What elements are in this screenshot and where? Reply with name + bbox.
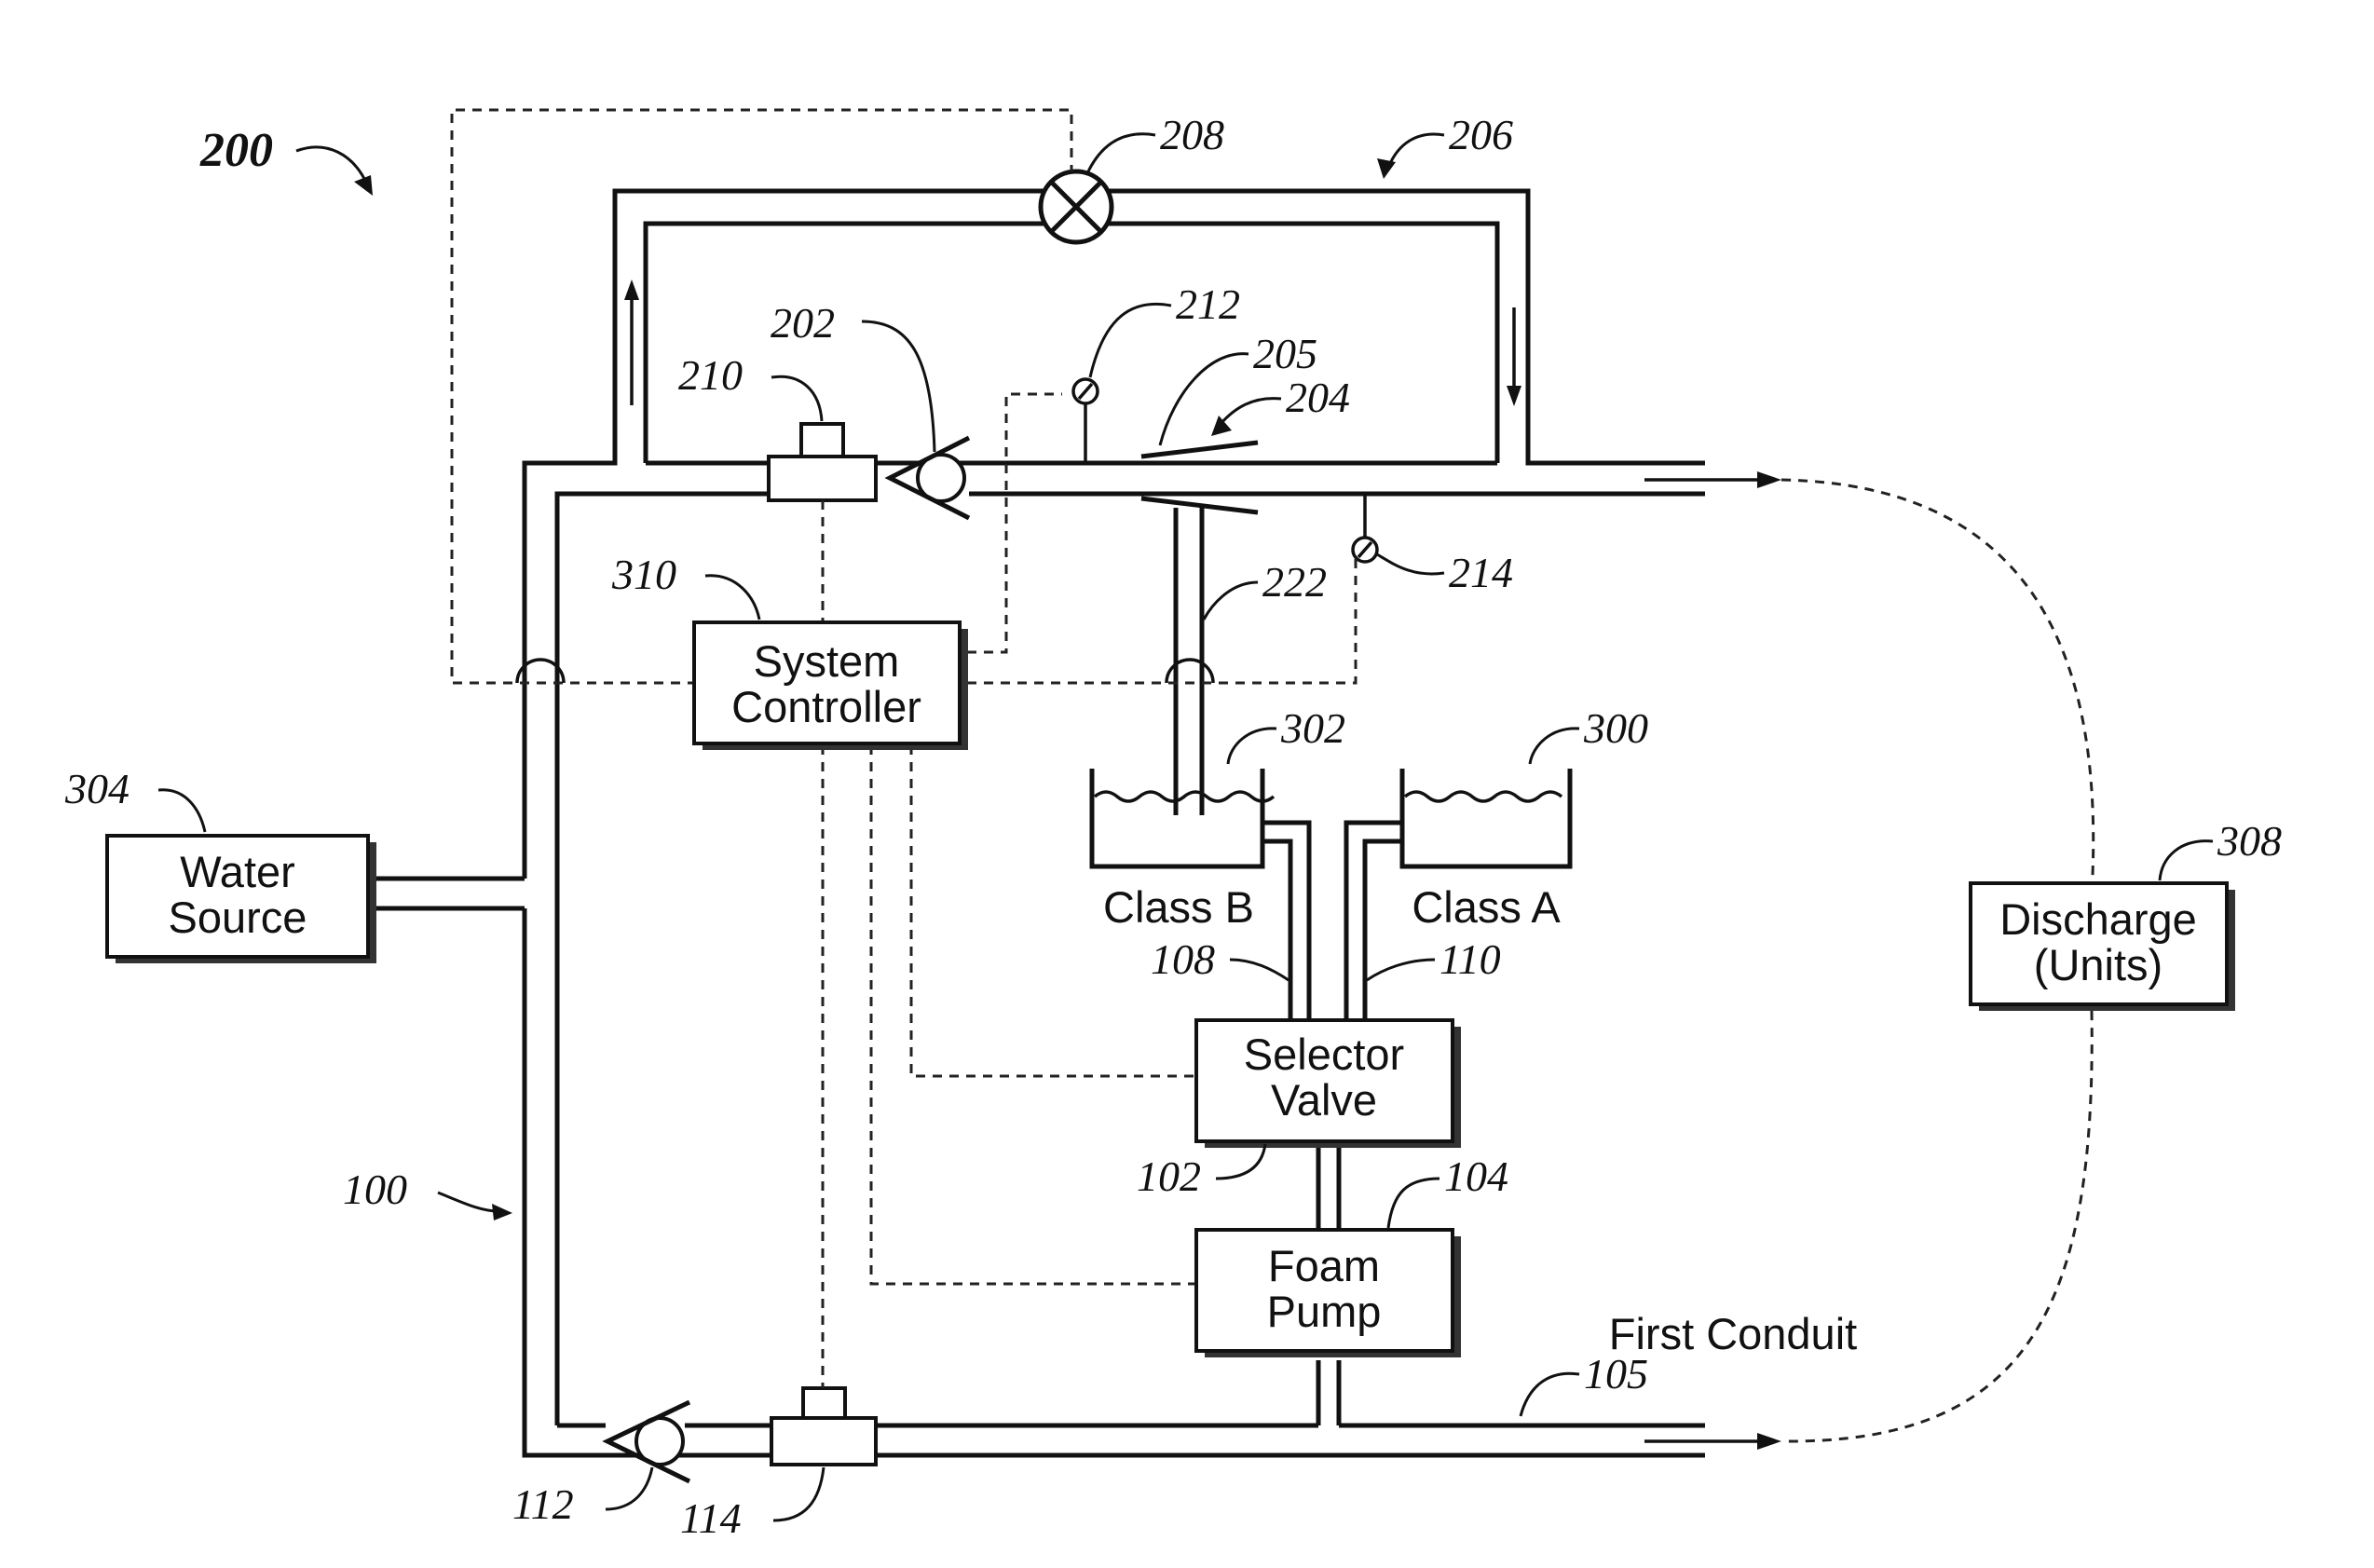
line-108: [1262, 823, 1309, 1020]
tank-class-a: [1402, 769, 1570, 866]
flow-meter-114: [771, 1388, 876, 1465]
line-110: [1346, 823, 1402, 1020]
top-outlet-arrow-head: [1757, 471, 1781, 488]
ref-204: 204: [1286, 374, 1350, 421]
flow-arrow-down-head: [1507, 386, 1521, 406]
ref-302: 302: [1280, 704, 1345, 752]
ref-114: 114: [680, 1494, 742, 1542]
water-source-outlet-pipe: [371, 879, 525, 908]
ref-310: 310: [611, 551, 676, 598]
sensor-212: [1073, 379, 1098, 463]
class-a-label: Class A: [1412, 882, 1561, 932]
discharge-line1: Discharge: [1999, 894, 2197, 944]
class-b-label: Class B: [1103, 882, 1254, 932]
bypass-valve-208: [1041, 171, 1112, 242]
ref-104: 104: [1444, 1152, 1508, 1200]
figure-ref-arrowhead: [354, 175, 373, 196]
ref-214: 214: [1449, 549, 1513, 596]
figure-ref-200: 200: [199, 124, 273, 177]
reference-numerals: 200 208 206 202 210 212 205 204 214 222 …: [64, 111, 2282, 1542]
foam-pump-box: Foam Pump: [1196, 1230, 1461, 1357]
ref-212: 212: [1176, 280, 1240, 328]
bottom-outlet-arrow-head: [1757, 1433, 1781, 1450]
ref-110: 110: [1439, 935, 1501, 983]
flow-meter-210: [769, 424, 876, 500]
system-controller-box: System Controller: [694, 622, 968, 750]
water-source-line1: Water: [180, 847, 295, 896]
ref-308: 308: [2217, 817, 2282, 865]
ref-208: 208: [1160, 111, 1224, 158]
main-conduit-bottom-outer: [525, 908, 1705, 1455]
pump-outlet-line: [1318, 1360, 1339, 1425]
discharge-line2: (Units): [2034, 940, 2163, 989]
water-source-box: Water Source: [107, 836, 376, 963]
pipe-network: [371, 191, 1705, 1455]
selector-valve-line2: Valve: [1271, 1075, 1377, 1125]
check-valve-202: [890, 438, 969, 518]
discharge-box: Discharge (Units): [1971, 883, 2235, 1011]
ref-202: 202: [771, 299, 835, 347]
selector-valve-box: Selector Valve: [1196, 1020, 1461, 1148]
ref-210: 210: [678, 351, 743, 399]
ref-304: 304: [64, 765, 130, 812]
check-valve-112: [607, 1402, 689, 1481]
selector-to-pump-line: [1318, 1144, 1339, 1230]
ref-105: 105: [1584, 1350, 1648, 1398]
system-controller-line1: System: [754, 636, 900, 686]
injector-205: [1141, 443, 1258, 815]
ref-205: 205: [1253, 330, 1317, 377]
ref-112: 112: [512, 1480, 574, 1528]
water-source-line2: Source: [169, 893, 307, 942]
ref-100: 100: [343, 1166, 407, 1213]
sensor-214: [1353, 494, 1377, 562]
foam-pump-line2: Pump: [1267, 1287, 1382, 1336]
foam-pump-line1: Foam: [1268, 1241, 1380, 1290]
tank-class-b: [1092, 769, 1274, 866]
ref-300: 300: [1583, 704, 1648, 752]
system-controller-line2: Controller: [731, 682, 921, 731]
selector-valve-line1: Selector: [1244, 1029, 1404, 1079]
ref-222: 222: [1262, 558, 1327, 606]
ref-108: 108: [1151, 935, 1215, 983]
ref-102: 102: [1137, 1152, 1201, 1200]
ref-206: 206: [1449, 111, 1513, 158]
flow-arrow-up-head: [624, 280, 639, 300]
main-conduit-outer-wall: [525, 191, 1705, 879]
